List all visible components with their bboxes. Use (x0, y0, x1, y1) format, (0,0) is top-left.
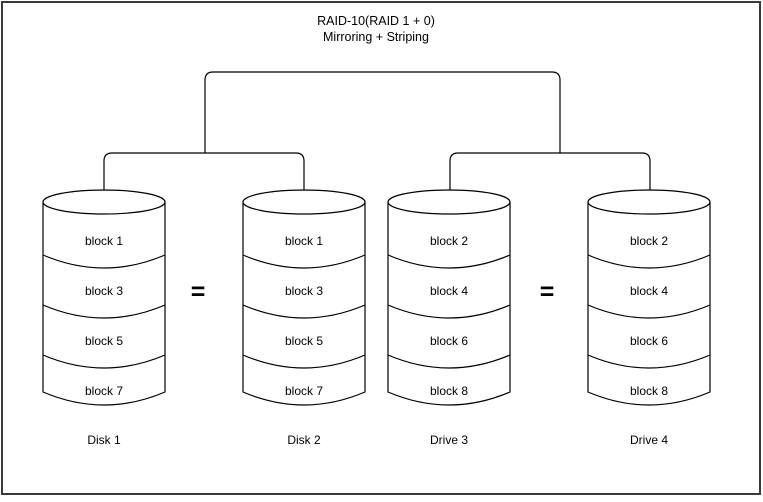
disk-1-top-cap (42, 189, 166, 215)
disk-3-block-3: block 6 (430, 334, 468, 348)
disk-3-block-4: block 8 (430, 384, 468, 398)
disk-1-separator-1 (42, 254, 166, 269)
disk-4-separator-2 (587, 304, 711, 319)
disk-4-block-2: block 4 (630, 284, 668, 298)
disk-1-cylinder: block 1 block 3 block 5 block 7 Disk 1 (42, 189, 166, 447)
diagram-title-line1: RAID-10(RAID 1 + 0) (317, 14, 435, 28)
disk-1-label: Disk 1 (87, 433, 121, 447)
disk-2-block-4: block 7 (285, 384, 323, 398)
disk-4-separator-3 (587, 354, 711, 369)
connector-left-group-bar (103, 152, 305, 192)
connector-tree (103, 71, 651, 192)
disk-2-block-3: block 5 (285, 334, 323, 348)
disk-3-cylinder: block 2 block 4 block 6 block 8 Drive 3 (387, 189, 511, 447)
disk-3-top-cap (387, 189, 511, 215)
disk-2-top-cap (242, 189, 366, 215)
disk-2-label: Disk 2 (287, 433, 321, 447)
disk-1-separator-2 (42, 304, 166, 319)
disk-2-cylinder: block 1 block 3 block 5 block 7 Disk 2 (242, 189, 366, 447)
disk-1-block-3: block 5 (85, 334, 123, 348)
disk-3-separator-1 (387, 254, 511, 269)
disk-3-block-2: block 4 (430, 284, 468, 298)
disk-3-separator-3 (387, 354, 511, 369)
connector-right-group-bar (449, 152, 651, 192)
disk-3-body (387, 201, 511, 406)
disk-1-body (42, 201, 166, 406)
disk-4-block-4: block 8 (630, 384, 668, 398)
disk-4-block-1: block 2 (630, 234, 668, 248)
disk-4-body (587, 201, 711, 406)
disk-4-block-3: block 6 (630, 334, 668, 348)
disk-4-label: Drive 4 (630, 433, 668, 447)
disk-2-body (242, 201, 366, 406)
disk-3-separator-2 (387, 304, 511, 319)
disk-1-block-4: block 7 (85, 384, 123, 398)
diagram-title-line2: Mirroring + Striping (323, 30, 429, 44)
disk-2-block-1: block 1 (285, 234, 323, 248)
disk-1-block-2: block 3 (85, 284, 123, 298)
mirror-equals-left: = (191, 278, 206, 306)
disk-1-block-1: block 1 (85, 234, 123, 248)
disk-2-block-2: block 3 (285, 284, 323, 298)
disk-3-label: Drive 3 (430, 433, 468, 447)
disk-2-separator-3 (242, 354, 366, 369)
disk-3-block-1: block 2 (430, 234, 468, 248)
disk-2-separator-2 (242, 304, 366, 319)
disk-4-top-cap (587, 189, 711, 215)
disk-1-separator-3 (42, 354, 166, 369)
disk-4-cylinder: block 2 block 4 block 6 block 8 Drive 4 (587, 189, 711, 447)
disk-4-separator-1 (587, 254, 711, 269)
disk-2-separator-1 (242, 254, 366, 269)
mirror-equals-right: = (540, 278, 555, 306)
connector-top-bar (204, 71, 561, 153)
